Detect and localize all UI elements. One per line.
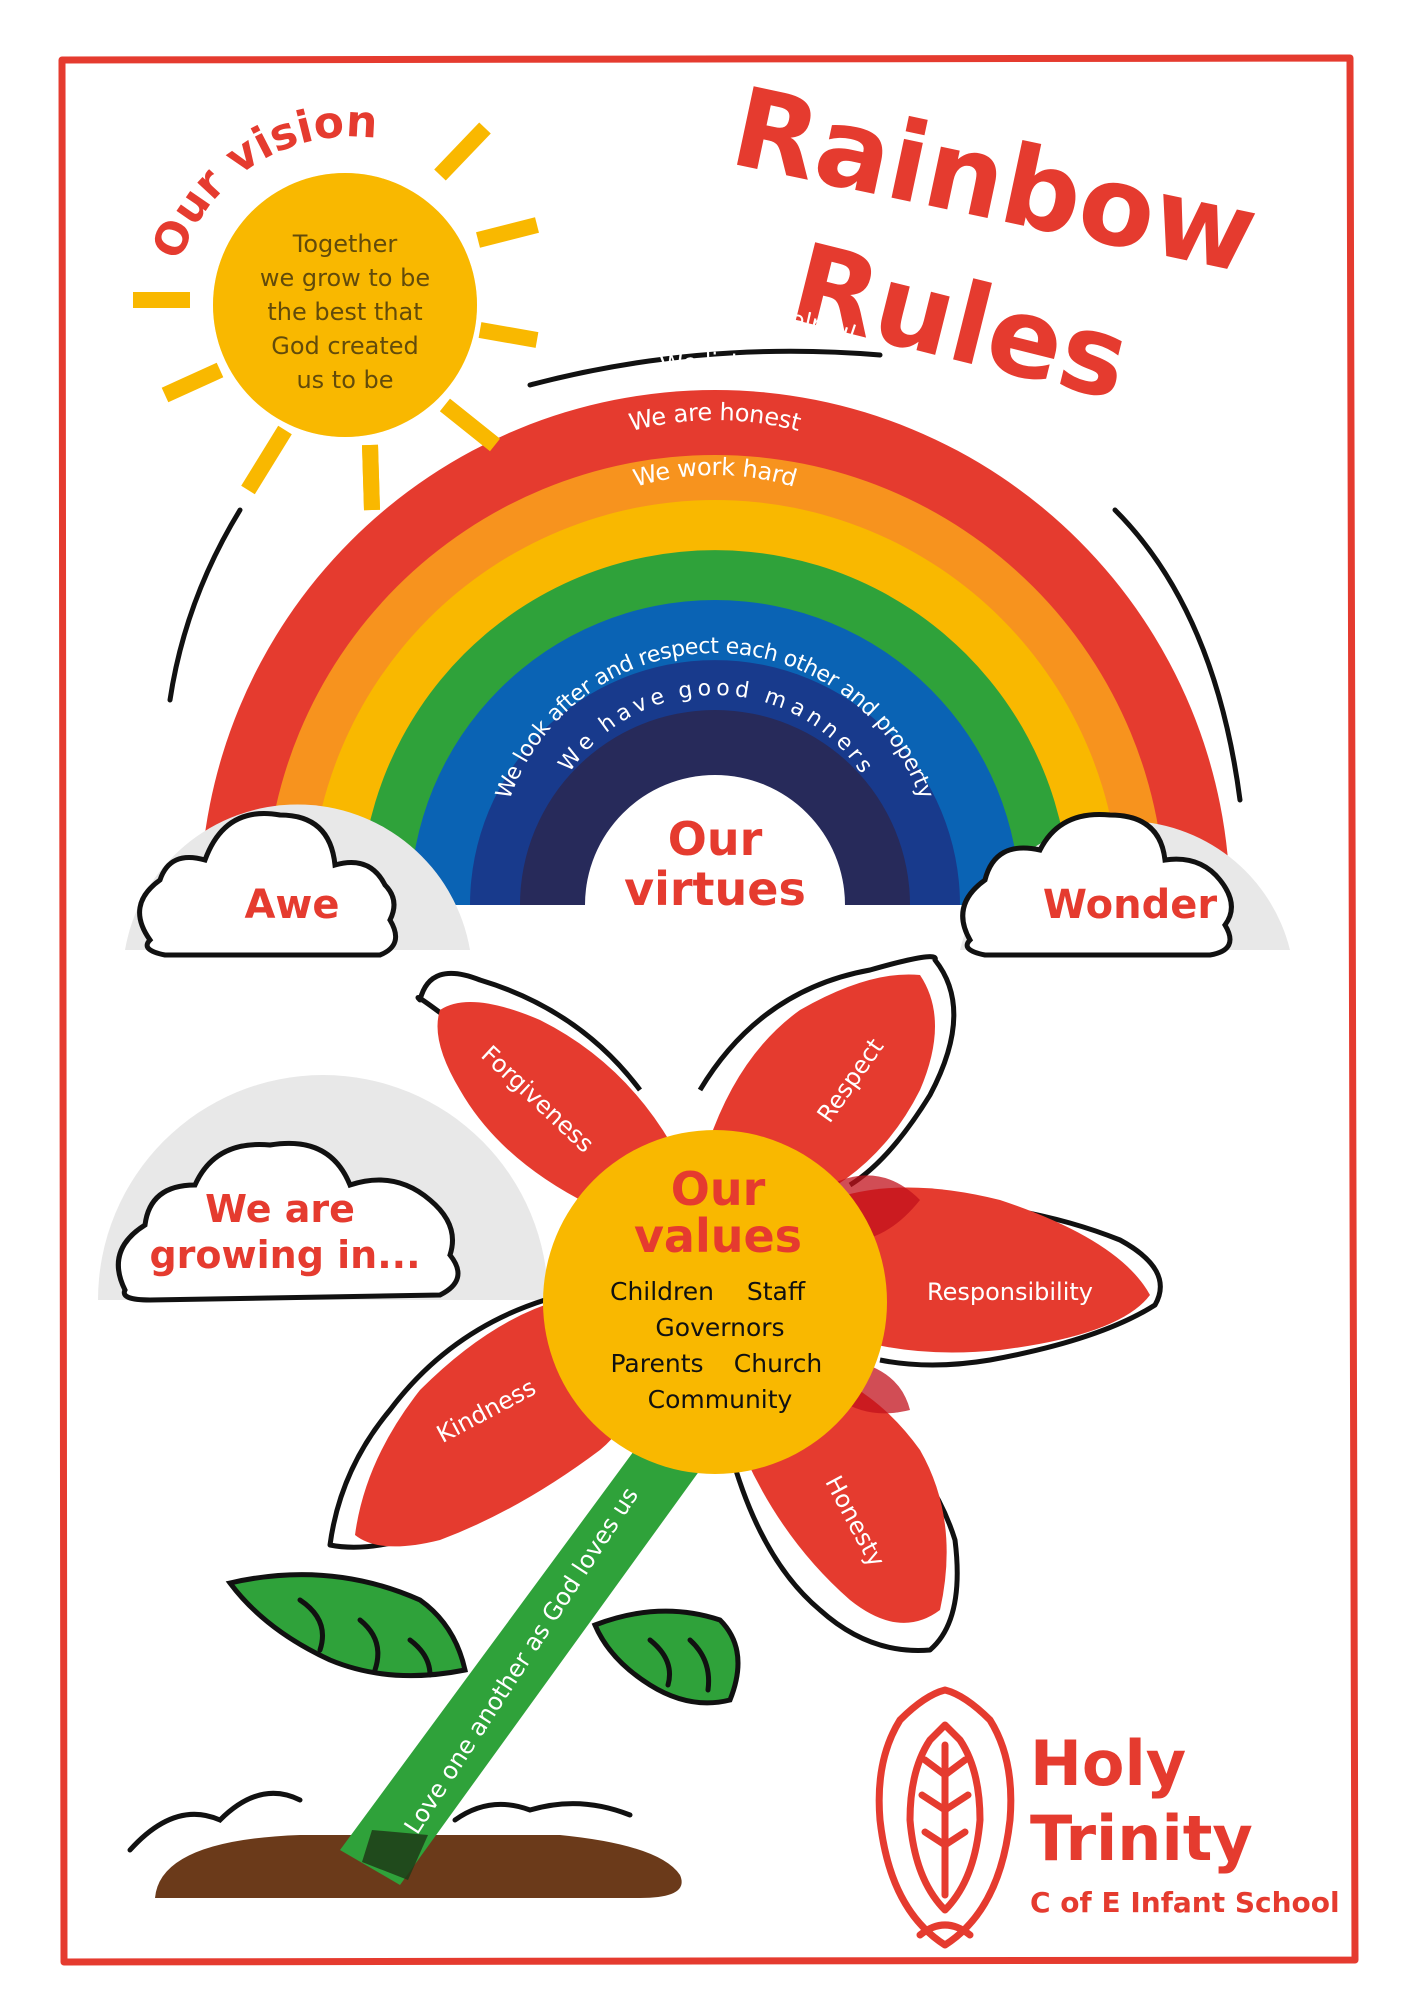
cloud-wonder: Wonder bbox=[960, 811, 1290, 958]
poster-frame bbox=[58, 54, 1359, 1966]
vision-line: Together bbox=[292, 230, 398, 258]
cloud-awe-label: Awe bbox=[244, 882, 339, 928]
petal-label: Responsibility bbox=[927, 1278, 1093, 1306]
school-name-line2: Trinity bbox=[1030, 1802, 1253, 1875]
virtues-label: Our virtues bbox=[624, 812, 806, 916]
sun-ray bbox=[440, 398, 500, 452]
rule-text: We are gentle bbox=[630, 263, 801, 298]
petal-responsibility bbox=[830, 1187, 1150, 1353]
sun-overlap bbox=[213, 173, 477, 437]
vision-statement: Together we grow to be the best that God… bbox=[260, 230, 430, 394]
cloud-growing: We are growing in... bbox=[98, 1075, 548, 1303]
flower-center: Our values Children Staff Governors Pare… bbox=[543, 1130, 887, 1474]
vision-line: us to be bbox=[296, 366, 393, 394]
values-group: Parents bbox=[610, 1349, 703, 1378]
rainbow-rules-title: Rainbow Rules bbox=[722, 63, 1268, 425]
rule-text: We listen bbox=[659, 348, 772, 380]
ground bbox=[127, 1790, 682, 1898]
values-group: Community bbox=[648, 1385, 793, 1414]
rainbow-outline bbox=[1112, 507, 1243, 803]
values-line2: values bbox=[634, 1209, 802, 1263]
values-group: Children bbox=[610, 1277, 714, 1306]
leaf-right bbox=[591, 1608, 741, 1706]
vision-line: God created bbox=[271, 332, 419, 360]
school-name-line3: C of E Infant School bbox=[1030, 1886, 1340, 1919]
vision-line: we grow to be bbox=[260, 264, 430, 292]
values-group: Staff bbox=[747, 1277, 806, 1306]
rainbow-outline bbox=[527, 348, 883, 388]
cloud-wonder-label: Wonder bbox=[1043, 882, 1217, 928]
sun-ray bbox=[362, 444, 380, 511]
leaf-left bbox=[225, 1572, 468, 1679]
school-crest-icon bbox=[875, 1686, 1015, 1949]
cloud-awe: Awe bbox=[125, 804, 470, 958]
growing-line1: We are bbox=[205, 1187, 355, 1231]
values-group: Church bbox=[734, 1349, 822, 1378]
vision-line: the best that bbox=[267, 298, 422, 326]
rainbow bbox=[200, 390, 1230, 905]
growing-line2: growing in... bbox=[149, 1233, 420, 1277]
school-logo: Holy Trinity C of E Infant School bbox=[875, 1686, 1340, 1949]
rainbow-outline bbox=[167, 507, 243, 703]
virtues-line1: Our bbox=[668, 812, 763, 866]
virtues-line2: virtues bbox=[624, 862, 806, 916]
values-group: Governors bbox=[655, 1313, 784, 1342]
school-name-line1: Holy bbox=[1030, 1727, 1186, 1800]
values-line1: Our bbox=[671, 1162, 766, 1216]
